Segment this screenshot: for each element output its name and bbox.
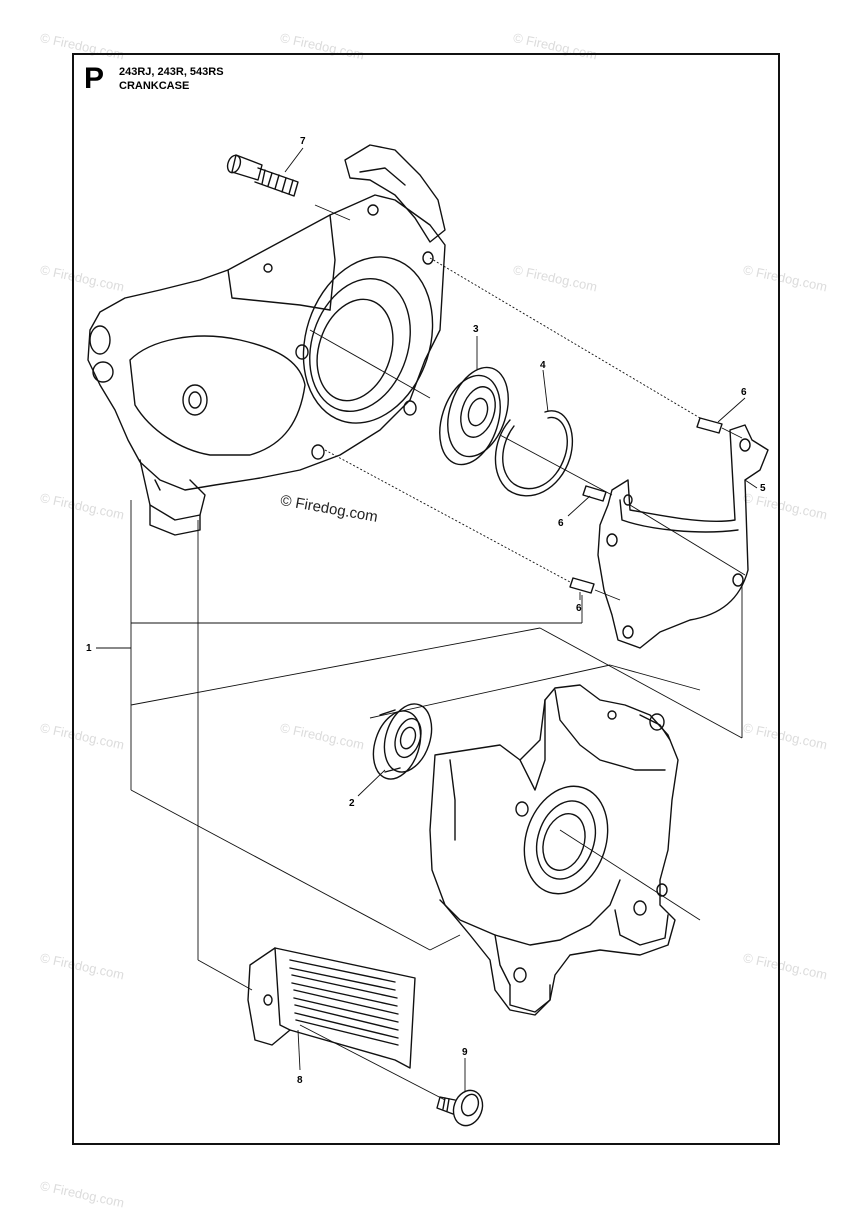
callout-5: 5: [760, 483, 766, 494]
gasket-5: [597, 424, 769, 649]
screw-9: [436, 1089, 484, 1127]
model-list: 243RJ, 243R, 543RS: [119, 66, 224, 78]
callout-8: 8: [297, 1075, 303, 1086]
callout-4: 4: [540, 360, 546, 371]
bearing-2: [372, 703, 433, 780]
leader-lines: [96, 147, 758, 1101]
crankcase-half-upper: [87, 144, 446, 536]
section-title: CRANKCASE: [119, 80, 190, 92]
dowel-pin-6-lower: [569, 577, 595, 594]
callout-labels: 1 2 3 4 5 6 6 6 7 8 9: [86, 136, 766, 1086]
section-letter: P: [84, 62, 105, 95]
circlip-4: [494, 410, 574, 497]
diagram-frame: [72, 53, 780, 1145]
dowel-pin-6-middle: [582, 485, 607, 502]
guard-plate-8: [247, 947, 416, 1069]
callout-2: 2: [349, 798, 355, 809]
callout-1: 1: [86, 643, 92, 654]
crankcase-half-lower: [429, 684, 679, 1016]
callout-3: 3: [473, 324, 479, 335]
callout-9: 9: [462, 1047, 468, 1058]
callout-7: 7: [300, 136, 306, 147]
callout-6-middle: 6: [558, 518, 564, 529]
callout-6-lower: 6: [576, 603, 582, 614]
dowel-pin-6-right: [696, 417, 723, 434]
bearing-3: [439, 366, 509, 466]
bolt-7: [226, 154, 299, 197]
callout-6-right: 6: [741, 387, 747, 398]
